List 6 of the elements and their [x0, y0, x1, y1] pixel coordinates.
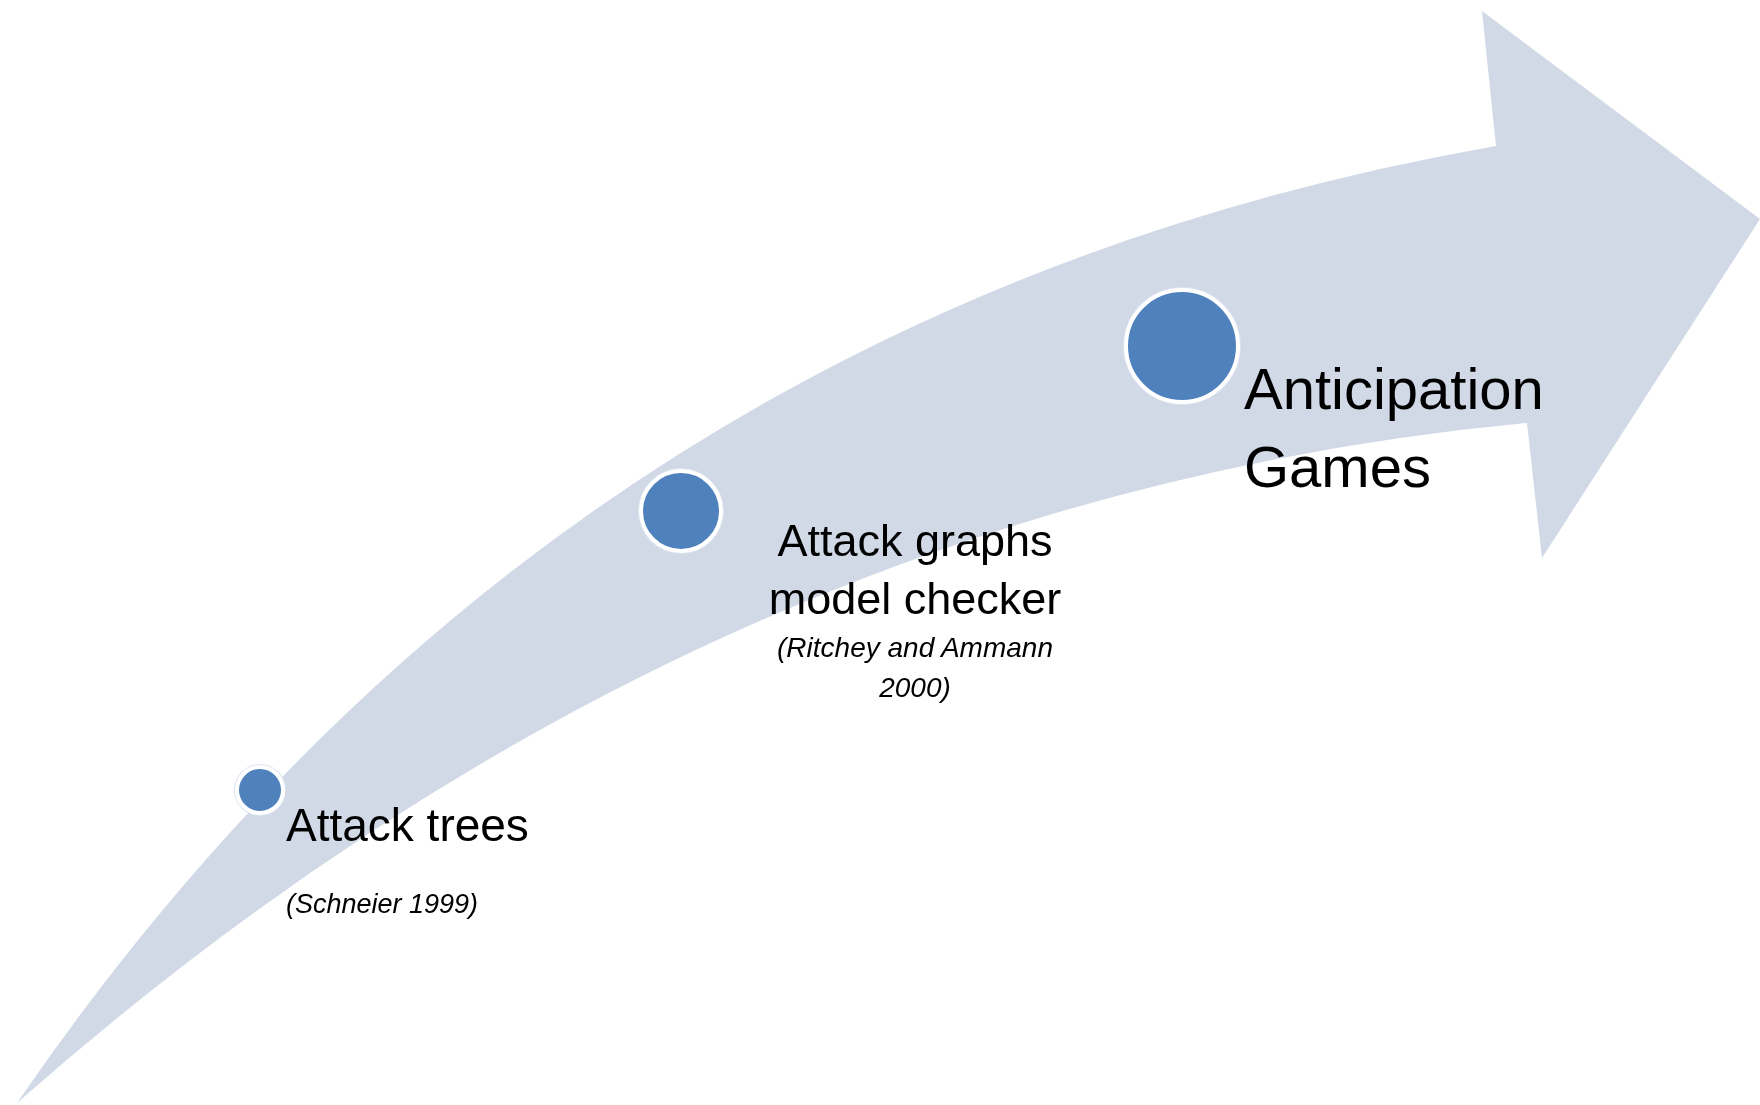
citation-text: (Ritchey and Ammann 2000) — [776, 631, 1054, 705]
item-title: Attack graphs model checker — [767, 514, 1063, 626]
item-title: Anticipation Games — [1244, 355, 1545, 501]
timeline-dot — [235, 765, 285, 815]
item-title: Attack trees — [286, 798, 530, 852]
citation-text: (Schneier 1999) — [286, 888, 480, 921]
